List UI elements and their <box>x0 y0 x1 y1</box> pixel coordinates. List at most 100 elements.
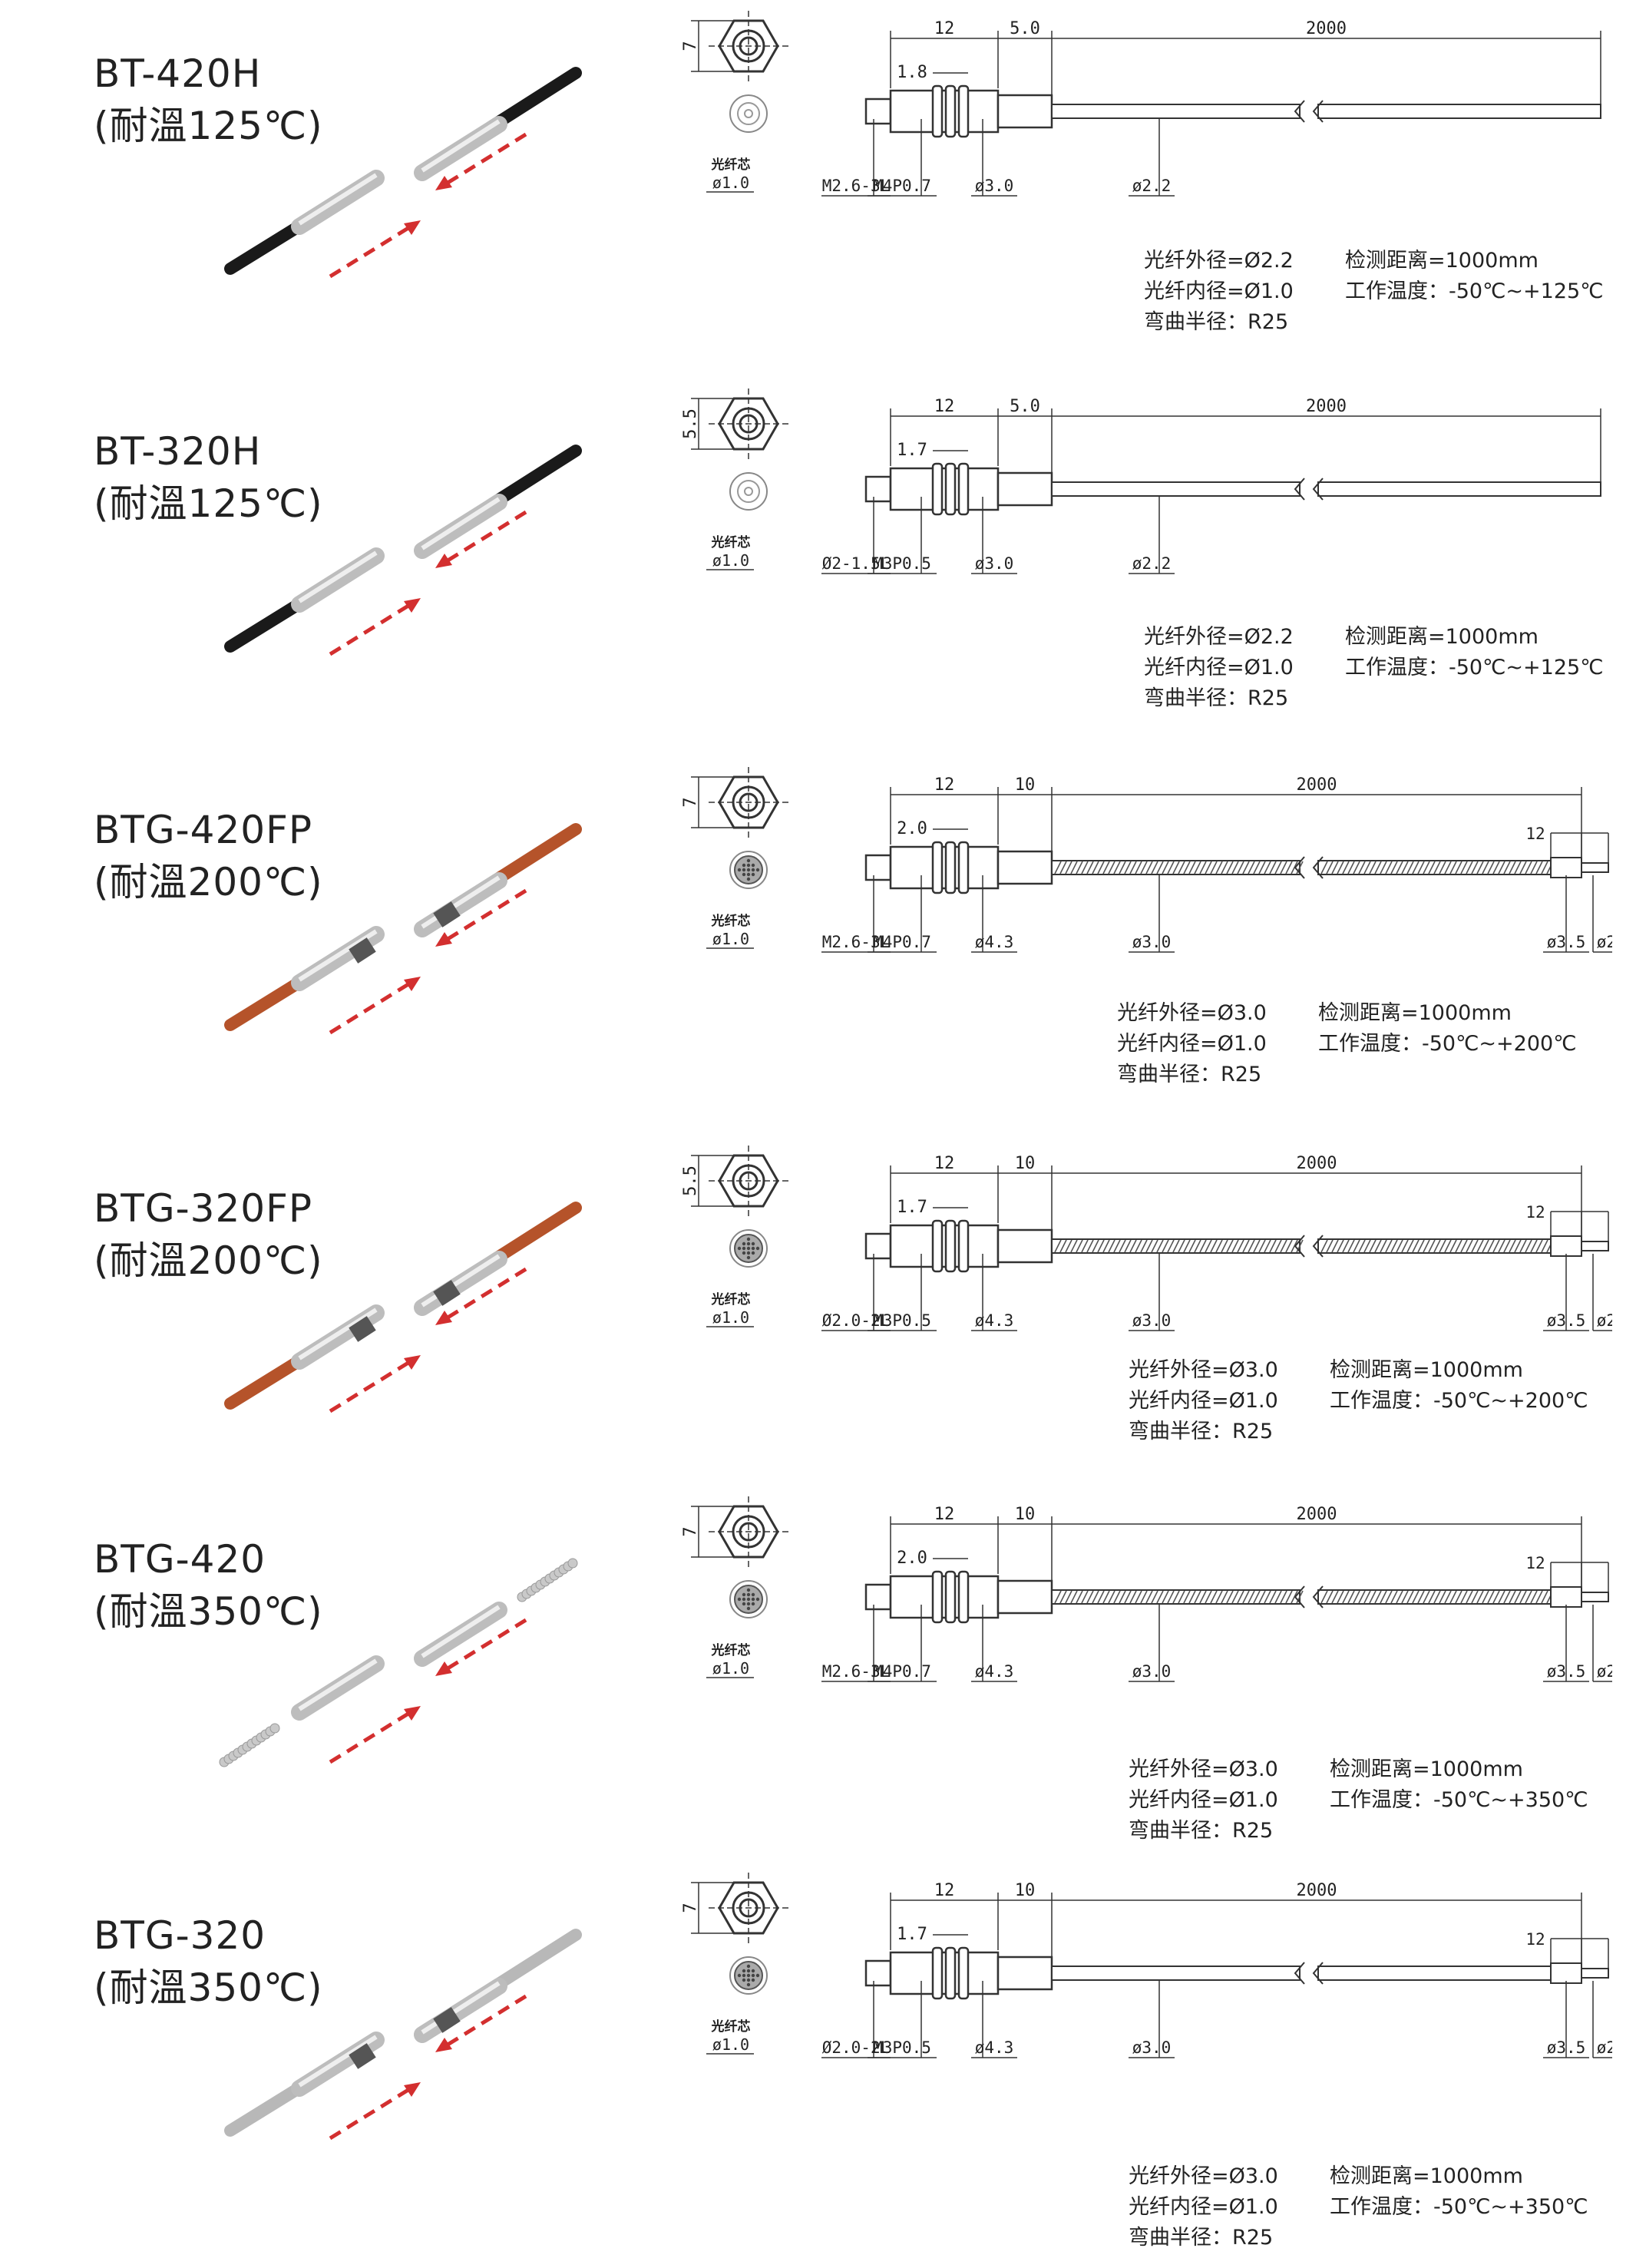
tip-length-dimension: 10 <box>1015 1154 1036 1173</box>
product-photo <box>215 416 583 669</box>
fiber-core-end-view <box>729 1580 768 1618</box>
thread-callout: Ø2.0-2L <box>822 1311 891 1330</box>
dimension-drawing: 7光纤芯ø1.0121020001.71215Ø2.0-2LM3P0.5ø4.3… <box>681 1873 1636 2058</box>
product-photo <box>215 1524 583 1777</box>
cable-length-dimension: 2000 <box>1306 397 1347 416</box>
spec-detection-distance: 检测距离=1000mm <box>1330 1757 1523 1781</box>
end-sleeve-length-dimension: 12 <box>1525 825 1545 843</box>
body-diameter-callout: ø3.0 <box>975 554 1014 573</box>
fiber-core-label: 光纤芯 <box>711 913 751 929</box>
body-diameter-callout: ø3.0 <box>975 177 1014 195</box>
body-length-dimension: 12 <box>934 19 955 38</box>
alignment-arrows <box>329 1267 527 1413</box>
fiber-core-diameter: ø1.0 <box>712 930 749 948</box>
spec-inner-diameter: 光纤内径=Ø1.0 <box>1129 1389 1278 1413</box>
spec-outer-diameter: 光纤外径=Ø2.2 <box>1144 249 1294 273</box>
screw-thread-callout: M4P0.7 <box>873 177 931 195</box>
fiber-core-label: 光纤芯 <box>711 1642 751 1658</box>
body-length-dimension: 12 <box>934 397 955 416</box>
body-diameter-callout: ø4.3 <box>975 933 1014 951</box>
temperature-rating: (耐溫350℃) <box>94 1965 323 2010</box>
screw-thread-callout: M3P0.5 <box>873 1311 931 1330</box>
body-length-dimension: 12 <box>934 1881 955 1900</box>
spec-column-fiber: 光纤外径=Ø3.0 光纤内径=Ø1.0 弯曲半径：R25 <box>1117 998 1267 1090</box>
spec-bend-radius: 弯曲半径：R25 <box>1129 2226 1274 2250</box>
spec-bend-radius: 弯曲半径：R25 <box>1144 310 1289 334</box>
nut-thickness-dimension: 1.7 <box>897 1925 927 1944</box>
spec-bend-radius: 弯曲半径：R25 <box>1117 1063 1262 1086</box>
thread-callout: M2.6-3L <box>822 177 891 195</box>
product-photo <box>215 38 583 292</box>
product-title: BTG-320FP(耐溫200℃) <box>94 1182 323 1287</box>
sensor-photo <box>224 1929 582 2141</box>
sensor-photo <box>224 1202 582 1413</box>
cable-length-dimension: 2000 <box>1297 1881 1337 1900</box>
upper-sensor-head <box>414 1929 582 2043</box>
technical-drawing: 7光纤芯ø1.0121020001.71215Ø2.0-2LM3P0.5ø4.3… <box>668 1862 1636 2240</box>
spec-outer-diameter: 光纤外径=Ø2.2 <box>1144 625 1294 649</box>
end-sleeve-diameter-callout: ø3.5 <box>1547 933 1586 951</box>
model-name: BTG-320 <box>94 1913 266 1958</box>
product-section: BTG-420FP(耐溫200℃)7光纤芯ø1.0121020002.01215… <box>0 756 1636 1134</box>
upper-sensor-head <box>414 1202 582 1316</box>
model-name: BTG-420FP <box>94 808 312 852</box>
spec-outer-diameter: 光纤外径=Ø3.0 <box>1129 1358 1278 1382</box>
body-diameter-callout: ø4.3 <box>975 1311 1014 1330</box>
end-sleeve-length-dimension: 12 <box>1525 1203 1545 1222</box>
sensor-head-side-view <box>864 462 1053 516</box>
alignment-arrows <box>329 510 527 656</box>
nut-thickness-dimension: 1.8 <box>897 63 927 82</box>
technical-drawing: 5.5光纤芯ø1.0121020001.71215Ø2.0-2LM3P0.5ø4… <box>668 1135 1636 1513</box>
fiber-core-label: 光纤芯 <box>711 534 751 550</box>
sensor-head-side-view <box>864 1570 1053 1624</box>
upper-sensor-head <box>414 1558 578 1667</box>
tip-length-dimension: 10 <box>1015 1881 1036 1900</box>
fiber-core-label: 光纤芯 <box>711 1291 751 1308</box>
nut-thickness-dimension: 1.7 <box>897 441 927 460</box>
alignment-arrows <box>329 1618 527 1764</box>
spec-operating-temperature: 工作温度：-50℃~+350℃ <box>1330 1788 1588 1812</box>
sensor-head-side-view <box>864 1946 1053 2000</box>
product-title: BTG-320 (耐溫350℃) <box>94 1909 323 2014</box>
tip-length-dimension: 10 <box>1015 775 1036 795</box>
fiber-cable-side-view <box>1051 100 1601 123</box>
thread-callout: M2.6-3L <box>822 933 891 951</box>
spec-inner-diameter: 光纤内径=Ø1.0 <box>1117 1032 1267 1056</box>
sensor-photo <box>224 67 582 279</box>
fiber-core-label: 光纤芯 <box>711 2018 751 2035</box>
cable-diameter-callout: ø2.2 <box>1132 177 1172 195</box>
spec-outer-diameter: 光纤外径=Ø3.0 <box>1129 2164 1278 2188</box>
end-sleeve-diameter-callout: ø3.5 <box>1547 2038 1586 2057</box>
tip-length-dimension: 5.0 <box>1010 397 1040 416</box>
body-length-dimension: 12 <box>934 1154 955 1173</box>
lower-sensor-head <box>219 1655 385 1767</box>
spec-outer-diameter: 光纤外径=Ø3.0 <box>1117 1001 1267 1025</box>
end-tip-diameter-callout: ø2.2 <box>1597 1311 1612 1330</box>
end-tip-diameter-callout: ø2.2 <box>1597 1662 1612 1681</box>
fiber-core-end-view <box>729 1229 768 1268</box>
sensor-photo <box>224 823 582 1035</box>
spec-bend-radius: 弯曲半径：R25 <box>1129 1420 1274 1443</box>
cable-diameter-callout: ø3.0 <box>1132 2038 1172 2057</box>
lower-sensor-head <box>224 926 385 1031</box>
temperature-rating: (耐溫125℃) <box>94 481 323 526</box>
fiber-cable-side-view <box>1051 1962 1609 1985</box>
tip-length-dimension: 5.0 <box>1010 19 1040 38</box>
screw-thread-callout: M4P0.7 <box>873 933 931 951</box>
spec-inner-diameter: 光纤内径=Ø1.0 <box>1144 656 1294 679</box>
fiber-core-diameter: ø1.0 <box>712 174 749 192</box>
